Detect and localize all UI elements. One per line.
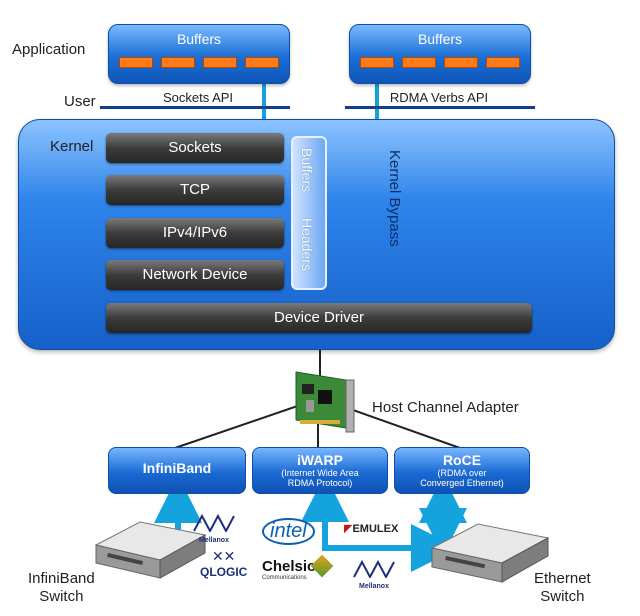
ethernet-switch-label: Ethernet Switch [534,570,591,605]
rdma-verbs-api-label: RDMA Verbs API [389,90,489,105]
infiniband-name: InfiniBand [142,460,212,476]
chelsio-text: Chelsio [262,558,317,575]
sockets-buffers-box: Buffers [108,24,290,84]
tcp-layer: TCP [106,175,284,205]
buffer-block [402,57,436,68]
emulex-logo: ◤EMULEX [344,522,398,535]
qlogic-text: QLOGIC [200,565,248,579]
emulex-mark-icon: ◤ [344,523,353,535]
buffer-block [245,57,279,68]
rdma-buffers-box: Buffers [349,24,531,84]
iwarp-subtitle: (Internet Wide Area RDMA Protocol) [281,468,359,488]
buffer-block [203,57,237,68]
buffers-title: Buffers [176,31,222,47]
qlogic-logo: ✕✕ QLOGIC [200,548,247,579]
infiniband-switch-graphic [94,521,207,579]
device-driver-layer: Device Driver [106,303,532,333]
intel-logo: intel [262,518,315,545]
sockets-api-line [100,106,290,109]
rdma-verbs-api-line [345,106,535,109]
kernel-bypass-label: Kernel Bypass [386,150,403,247]
mellanox-text: Mellanox [199,537,229,544]
chelsio-logo: Chelsio Communications [262,558,316,581]
headers-vertical-label: Headers [299,218,315,271]
qlogic-mark-icon: ✕✕ [211,548,236,564]
application-label: Application [12,41,86,58]
host-channel-adapter-label: Host Channel Adapter [372,399,519,416]
roce-subtitle: (RDMA over Converged Ethernet) [420,468,504,488]
mellanox-mark-icon [193,513,235,534]
host-channel-adapter-card [295,371,355,433]
buffers-title: Buffers [417,31,463,47]
mellanox-logo: Mellanox [192,513,236,544]
iwarp-name: iWARP [297,452,343,468]
buffers-vertical-label: Buffers [299,148,315,193]
iwarp-box: iWARP (Internet Wide Area RDMA Protocol) [252,447,388,494]
infiniband-switch-label: InfiniBand Switch [28,570,95,605]
buffer-block [444,57,478,68]
ethernet-switch-graphic [430,523,550,583]
roce-name: RoCE [442,452,482,468]
mellanox-text: Mellanox [359,583,389,590]
ip-layer: IPv4/IPv6 [106,218,284,248]
adapter-to-infiniband-line [174,399,316,449]
buffer-block [486,57,520,68]
emulex-text: EMULEX [352,523,399,535]
network-device-layer: Network Device [106,260,284,290]
user-label: User [64,93,96,110]
sockets-layer: Sockets [106,133,284,163]
sockets-api-label: Sockets API [162,90,234,105]
iwarp-ethernet-path [301,474,459,572]
buffer-block [119,57,153,68]
infiniband-box: InfiniBand [108,447,246,494]
buffer-block [161,57,195,68]
buffer-block [360,57,394,68]
buffers-headers-box [291,136,327,290]
mellanox-mark-icon [353,559,395,580]
kernel-label: Kernel [50,138,94,155]
chelsio-subtitle: Communications [262,575,307,581]
mellanox-logo-2: Mellanox [352,559,396,590]
roce-box: RoCE (RDMA over Converged Ethernet) [394,447,530,494]
